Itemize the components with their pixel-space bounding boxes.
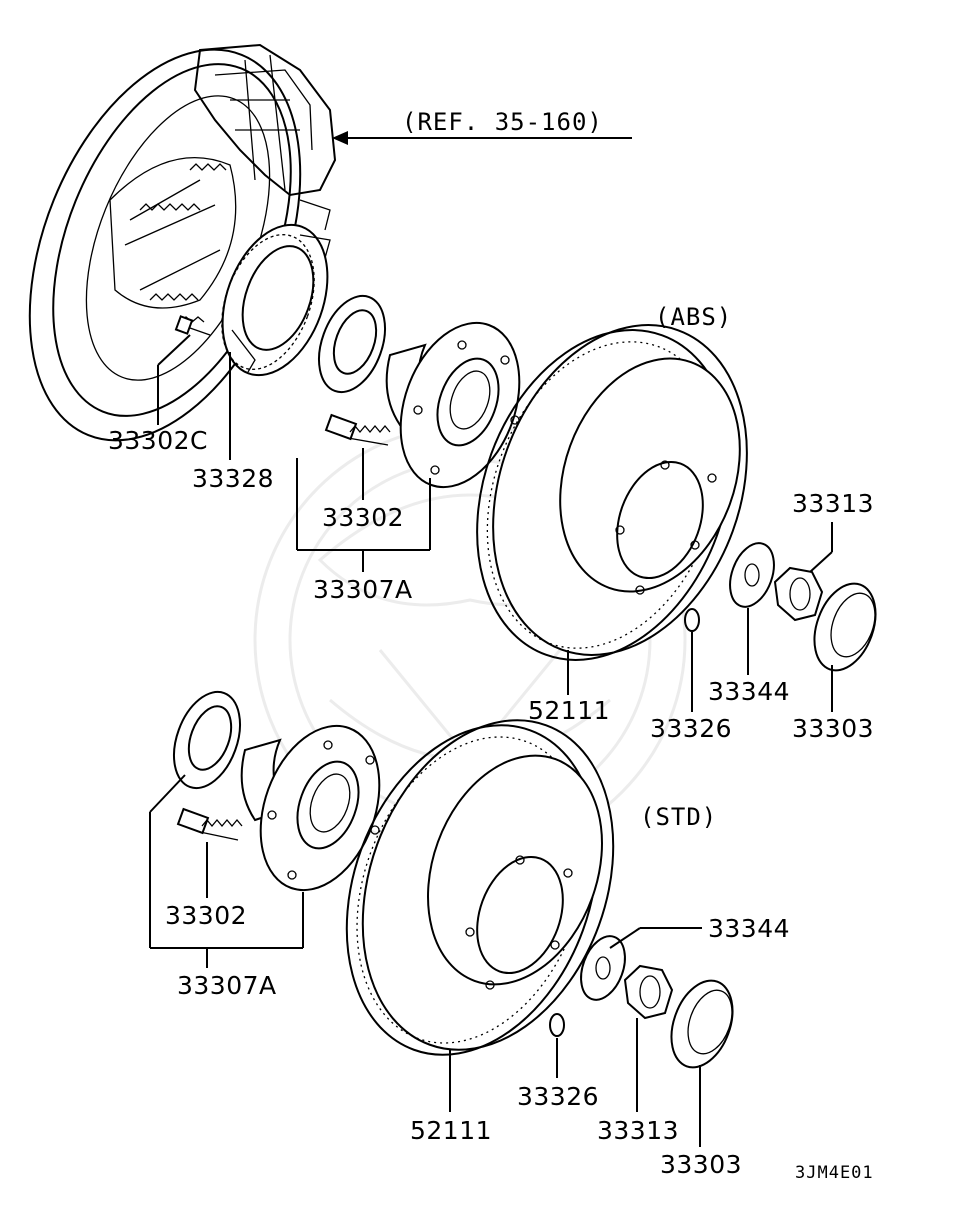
abs-variant-label: (ABS) (655, 303, 733, 331)
abs-cap-33303 (813, 582, 877, 672)
std-variant-label: (STD) (640, 803, 718, 831)
std-cap-33303 (670, 979, 734, 1069)
abs-brake-disc-52111 (476, 324, 748, 661)
std-washer-33326 (549, 1013, 565, 1037)
std-brake-disc-52111 (345, 719, 615, 1056)
part-label-abs-52111: 52111 (528, 696, 611, 725)
part-label-abs-33302: 33302 (322, 503, 405, 532)
ref-label: (REF. 35-160) (402, 108, 603, 136)
part-label-std-33344: 33344 (708, 914, 791, 943)
part-label-std-33326: 33326 (517, 1082, 600, 1111)
leader-lines (149, 131, 833, 1147)
abs-nut-33313 (773, 566, 824, 622)
tone-ring-33328 (221, 223, 331, 377)
part-label-abs-33303: 33303 (792, 714, 875, 743)
part-label-33302c: 33302C (108, 426, 208, 455)
part-label-std-52111: 52111 (410, 1116, 493, 1145)
abs-hub-33307a (385, 321, 521, 489)
part-label-abs-33326: 33326 (650, 714, 733, 743)
std-stud-33302 (176, 807, 243, 841)
part-label-abs-33344: 33344 (708, 677, 791, 706)
part-label-abs-33313: 33313 (792, 489, 875, 518)
part-label-33328: 33328 (192, 464, 275, 493)
part-label-abs-33307a: 33307A (313, 575, 413, 604)
abs-washer-33326 (684, 608, 700, 632)
part-label-std-33302: 33302 (165, 901, 248, 930)
std-hub-33307a (240, 724, 381, 892)
diagram-code: 3JM4E01 (795, 1163, 874, 1183)
std-nut-33313 (623, 964, 674, 1020)
abs-lock-washer-33344 (729, 542, 775, 608)
abs-oil-seal (318, 294, 386, 394)
abs-stud-33302 (324, 413, 391, 446)
part-label-std-33307a: 33307A (177, 971, 277, 1000)
part-label-std-33313: 33313 (597, 1116, 680, 1145)
std-oil-seal (173, 690, 241, 790)
std-lock-washer-33344 (580, 935, 626, 1001)
bolt-33302c (174, 315, 211, 336)
part-label-std-33303: 33303 (660, 1150, 743, 1179)
